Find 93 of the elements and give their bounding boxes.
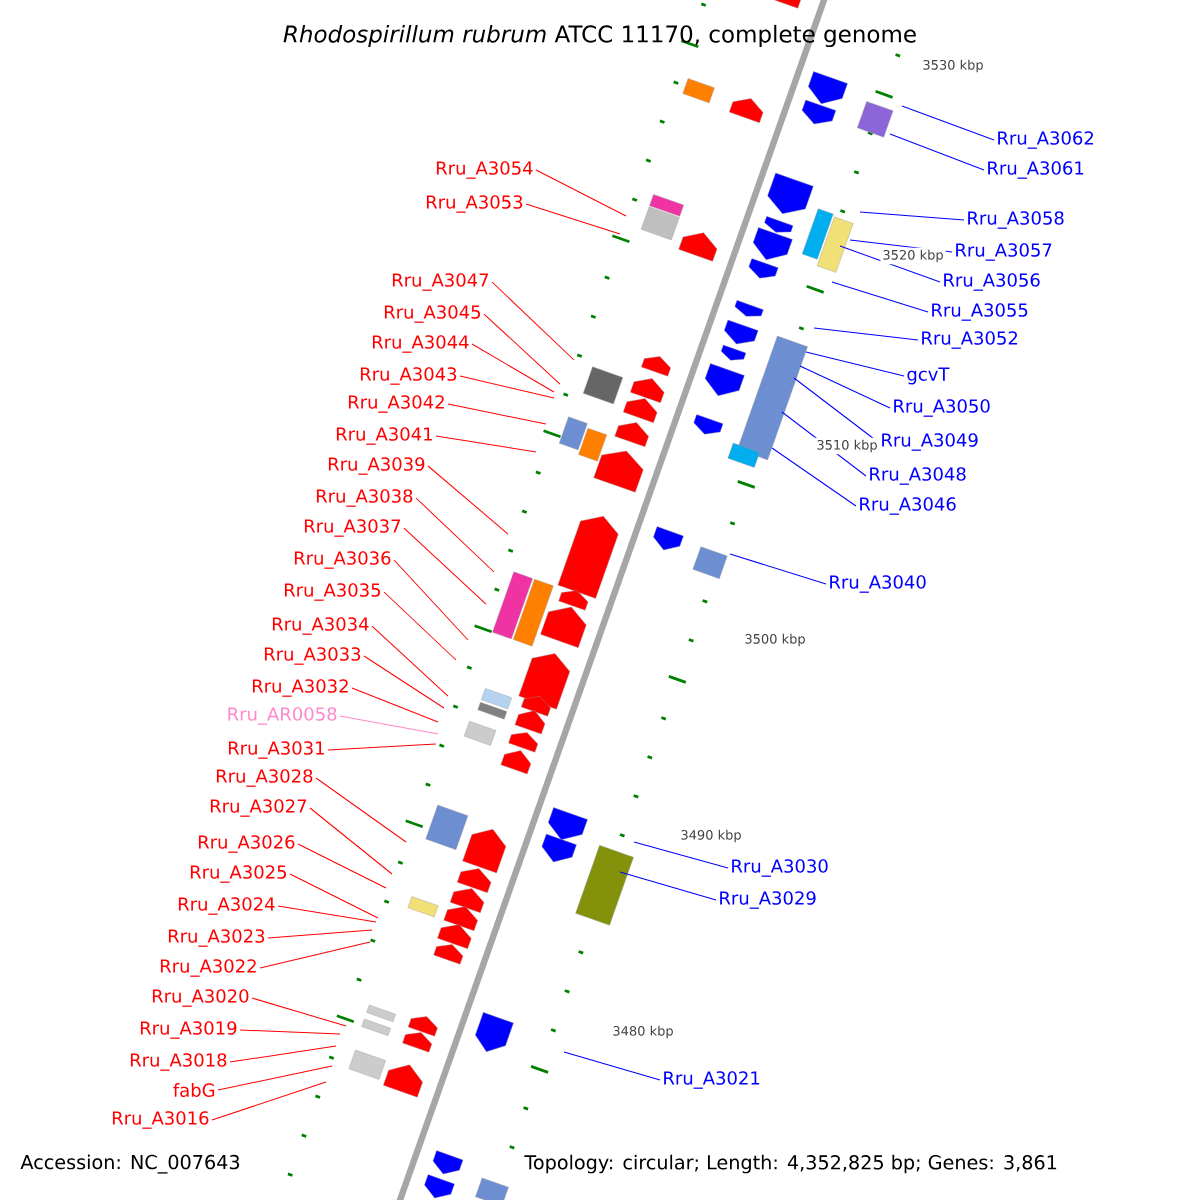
leader-line — [211, 1081, 327, 1121]
leader-line — [889, 133, 985, 171]
gene-label: Rru_A3040 — [830, 575, 926, 593]
leader-line — [805, 351, 905, 377]
leader-line — [793, 377, 879, 443]
gene-label: Rru_A3025 — [190, 865, 286, 883]
leader-line — [383, 591, 457, 661]
gene-label: Rru_A3023 — [168, 929, 265, 947]
leader-line — [831, 281, 929, 313]
gene-label: Rru_A3043 — [360, 367, 457, 385]
leader-line — [619, 871, 717, 901]
gene-label: Rru_A3041 — [336, 427, 432, 445]
gene-label: Rru_A3061 — [988, 161, 1084, 179]
gene-label: Rru_A3016 — [112, 1111, 209, 1129]
gene-label: Rru_A3030 — [732, 859, 828, 877]
gene-label: Rru_A3038 — [316, 489, 413, 507]
leader-line — [289, 873, 379, 919]
leader-line — [859, 211, 965, 221]
leader-line — [525, 203, 621, 235]
gene-label: Rru_A3028 — [216, 769, 313, 787]
gene-label: Rru_A3055 — [932, 303, 1028, 321]
info-text: Accession: NC_007643 — [20, 1154, 240, 1174]
leader-line — [535, 169, 627, 217]
gene-label: Rru_A3045 — [384, 305, 480, 323]
gene-label: Rru_A3046 — [860, 497, 956, 515]
leader-line — [403, 527, 487, 605]
info-text: Topology: circular; Length: 4,352,825 bp; Genes: 3,861 — [524, 1154, 1057, 1174]
gene-label: Rru_A3033 — [264, 647, 361, 665]
gene-label: Rru_A3031 — [228, 741, 324, 759]
gene-label: Rru_A3026 — [198, 835, 295, 853]
leader-line — [447, 403, 547, 425]
gene-label: Rru_A3018 — [130, 1053, 227, 1071]
gene-label: Rru_A3058 — [968, 211, 1064, 229]
leader-line — [259, 941, 371, 969]
leader-line — [239, 1029, 341, 1035]
leader-line — [471, 343, 555, 393]
leader-line — [729, 553, 827, 585]
leader-line — [563, 1051, 661, 1081]
leader-line — [771, 447, 857, 507]
leader-line — [415, 497, 495, 573]
gene-label: Rru_AR0058 — [228, 707, 337, 725]
gene-label: Rru_A3054 — [436, 161, 533, 179]
leader-line — [339, 715, 439, 735]
leader-line — [901, 105, 995, 141]
leader-line — [393, 559, 469, 641]
leader-line — [363, 655, 445, 709]
gene-label: Rru_A3042 — [348, 395, 444, 413]
leader-line — [351, 687, 439, 723]
leader-line — [459, 375, 555, 399]
gene-label: Rru_A3035 — [284, 583, 380, 601]
gene-label: Rru_A3024 — [178, 897, 275, 915]
gene-label: Rru_A3048 — [870, 467, 966, 485]
gene-label: Rru_A3036 — [294, 551, 391, 569]
gene-label: Rru_A3027 — [210, 799, 307, 817]
leader-line — [309, 807, 393, 875]
leader-line — [839, 245, 941, 283]
leader-line — [251, 997, 347, 1027]
leader-line — [297, 843, 387, 889]
leader-line — [483, 313, 561, 385]
gene-label: Rru_A3037 — [304, 519, 401, 537]
gene-label: Rru_A3050 — [894, 399, 990, 417]
leader-line — [491, 281, 575, 361]
leader-line — [277, 905, 377, 923]
gene-label: Rru_A3020 — [152, 989, 249, 1007]
gene-label: Rru_A3039 — [328, 457, 425, 475]
gene-label: Rru_A3057 — [956, 243, 1052, 261]
gene-label: fabG — [173, 1083, 215, 1097]
gene-label: Rru_A3047 — [392, 273, 489, 291]
gene-label: Rru_A3032 — [252, 679, 348, 697]
gene-label: Rru_A3019 — [140, 1021, 237, 1039]
gene-label: Rru_A3053 — [426, 195, 523, 213]
leader-line — [435, 435, 537, 453]
leader-line — [327, 743, 437, 751]
gene-label: Rru_A3044 — [372, 335, 469, 353]
leader-line — [799, 365, 891, 409]
gene-label: Rru_A3056 — [944, 273, 1040, 291]
gene-label: Rru_A3022 — [160, 959, 256, 977]
gene-label: Rru_A3049 — [882, 433, 978, 451]
leader-line — [267, 929, 373, 939]
leader-line — [371, 625, 449, 697]
leader-line — [633, 841, 729, 869]
gene-label: Rru_A3034 — [272, 617, 369, 635]
leader-line — [217, 1065, 333, 1091]
gene-label: Rru_A3062 — [998, 131, 1094, 149]
gene-label: Rru_A3029 — [720, 891, 816, 909]
gene-label: Rru_A3052 — [922, 331, 1018, 349]
leader-line — [229, 1045, 337, 1063]
leader-line — [427, 465, 509, 535]
title: Rhodospirillum rubrum ATCC 11170, complete genome — [283, 24, 916, 48]
gene-label: Rru_A3021 — [664, 1071, 760, 1089]
leader-line — [813, 327, 919, 341]
gene-label: gcvT — [907, 367, 950, 385]
leader-line — [315, 777, 407, 843]
